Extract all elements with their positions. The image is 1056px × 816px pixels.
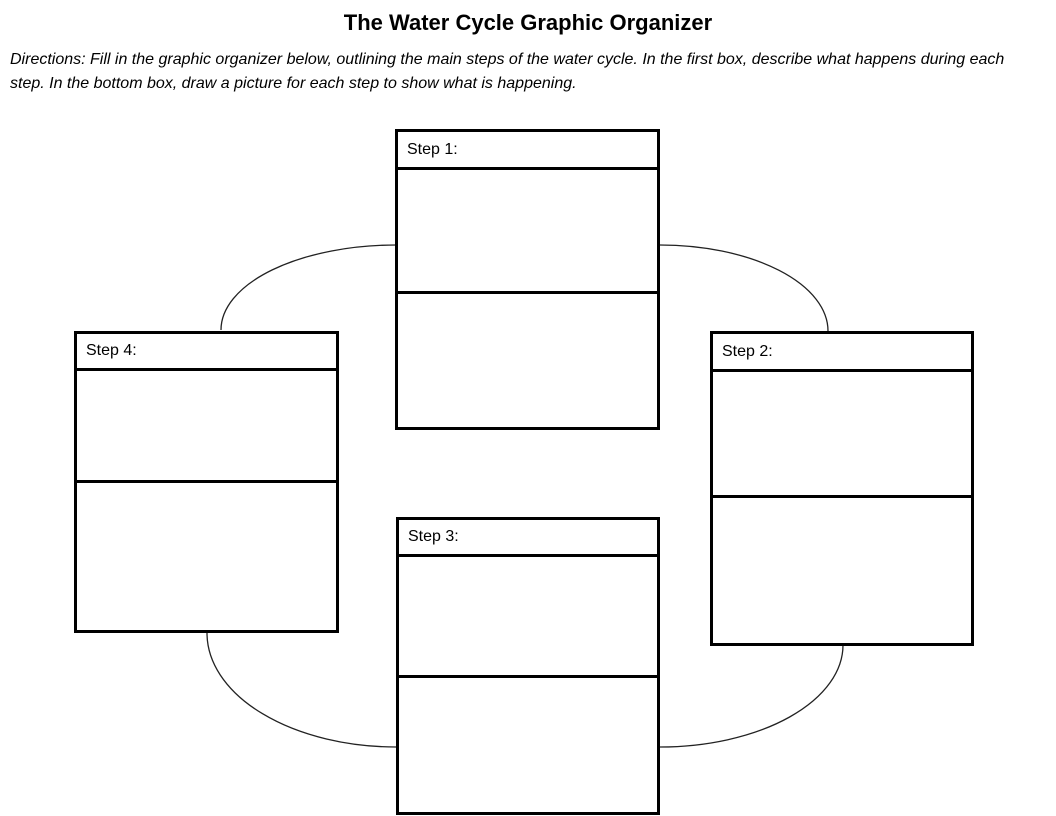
step-box-2: Step 2:	[710, 331, 974, 646]
step-box-4: Step 4:	[74, 331, 339, 633]
step-2-description-area[interactable]	[713, 372, 971, 498]
step-box-3: Step 3:	[396, 517, 660, 815]
directions-text: Directions: Fill in the graphic organize…	[10, 51, 1005, 92]
step-4-drawing-area[interactable]	[77, 483, 336, 630]
step-box-1: Step 1:	[395, 129, 660, 430]
connector-step4-to-step3	[206, 632, 397, 748]
connector-step2-to-step3	[659, 644, 844, 748]
step-4-label: Step 4:	[77, 334, 336, 371]
page-title: The Water Cycle Graphic Organizer	[343, 10, 713, 35]
step-1-label: Step 1:	[398, 132, 657, 170]
step-3-description-area[interactable]	[399, 557, 657, 678]
connector-step4-to-step1	[220, 244, 397, 331]
step-4-description-area[interactable]	[77, 371, 336, 483]
connector-step1-to-step2	[659, 244, 829, 332]
step-2-drawing-area[interactable]	[713, 498, 971, 643]
step-1-description-area[interactable]	[398, 170, 657, 294]
step-3-drawing-area[interactable]	[399, 678, 657, 812]
step-2-label: Step 2:	[713, 334, 971, 372]
step-3-label: Step 3:	[399, 520, 657, 557]
step-1-drawing-area[interactable]	[398, 294, 657, 427]
